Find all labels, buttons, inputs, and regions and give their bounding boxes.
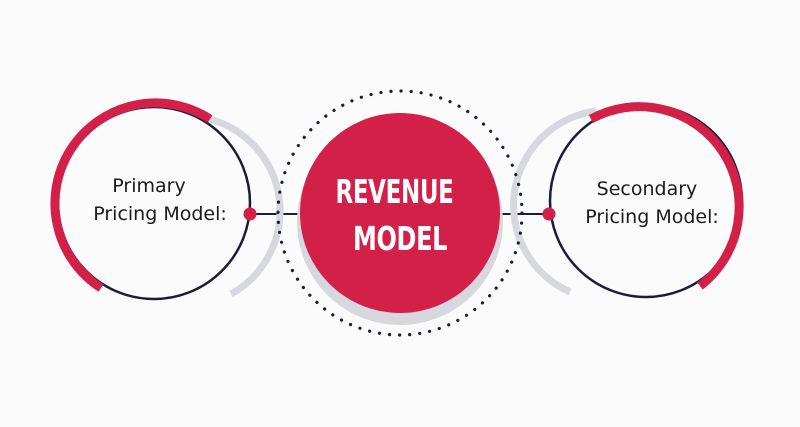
center-node-label-line1: REVENUE bbox=[336, 172, 454, 211]
center-node-dotted-ring bbox=[276, 89, 524, 337]
left-node-label-line1: Primary bbox=[112, 175, 185, 197]
center-node-disc bbox=[300, 113, 500, 313]
right-connector-dot bbox=[542, 207, 556, 221]
left-node-accent-arc bbox=[50, 98, 213, 292]
left-node: Primary Pricing Model: bbox=[50, 98, 284, 301]
right-node-label-line1: Secondary bbox=[597, 178, 698, 200]
left-node-label: Primary Pricing Model: bbox=[93, 175, 227, 225]
right-node-accent-arc bbox=[588, 102, 744, 290]
right-node: Secondary Pricing Model: bbox=[510, 102, 744, 299]
center-node-label: REVENUE MODEL bbox=[336, 172, 465, 258]
center-node-label-line2: MODEL bbox=[353, 219, 447, 258]
left-node-label-line2: Pricing Model: bbox=[93, 203, 227, 225]
left-node-shadow-arc bbox=[204, 114, 284, 298]
right-node-label: Secondary Pricing Model: bbox=[585, 178, 719, 228]
center-node: REVENUE MODEL bbox=[276, 89, 524, 337]
right-node-shadow-arc bbox=[510, 107, 597, 296]
right-node-label-line2: Pricing Model: bbox=[585, 206, 719, 228]
left-connector-dot bbox=[243, 207, 257, 221]
